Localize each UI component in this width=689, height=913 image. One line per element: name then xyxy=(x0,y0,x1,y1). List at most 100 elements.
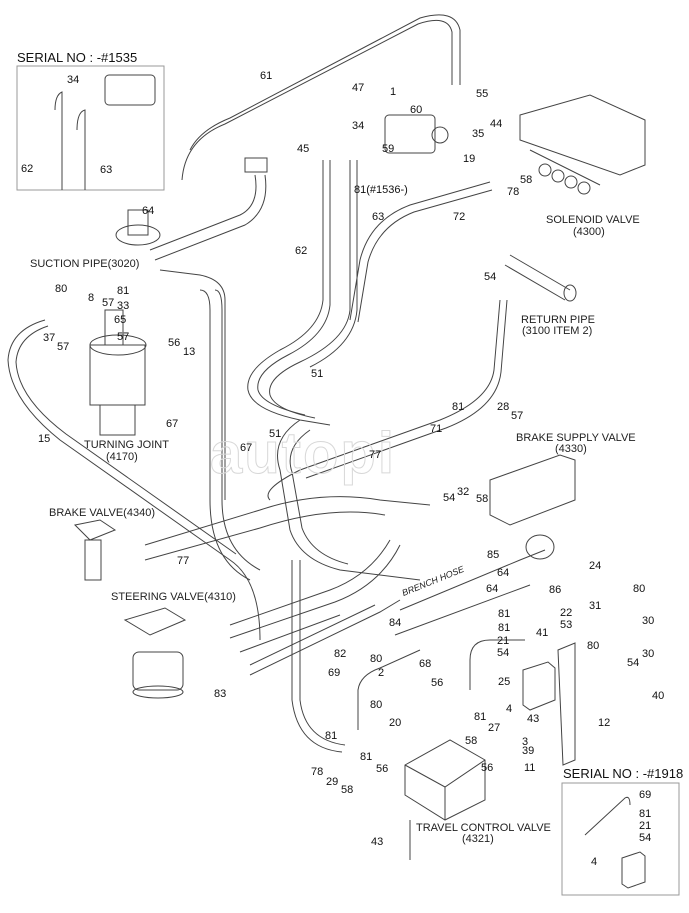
callout: 64 xyxy=(497,567,510,579)
callout: 51 xyxy=(269,428,282,440)
callout: 61 xyxy=(260,70,273,82)
return-pipe-code: (3100 ITEM 2) xyxy=(522,325,593,337)
callout: 69 xyxy=(639,789,652,801)
brake-supply-valve-block xyxy=(489,454,576,526)
return-hose xyxy=(267,299,501,501)
inset-block-4 xyxy=(621,851,646,889)
callout: 63 xyxy=(100,164,113,176)
return-pipe-tube-b xyxy=(504,264,566,301)
callout: 78 xyxy=(507,186,520,198)
hose-77-a xyxy=(144,496,431,546)
suction-pipe-body-b xyxy=(154,174,267,261)
callout: 55 xyxy=(476,88,489,100)
hose-72 xyxy=(349,181,491,321)
turning-joint-flange xyxy=(89,334,147,356)
hose-62-b xyxy=(257,160,331,416)
callout: 81(#1536-) xyxy=(354,184,408,196)
return-hose-b xyxy=(305,299,508,479)
callout: 63 xyxy=(372,211,385,223)
solenoid-valve-code: (4300) xyxy=(573,226,605,238)
hose-61 xyxy=(189,14,461,151)
callout: 21 xyxy=(497,635,510,647)
hose-15-b xyxy=(15,325,237,555)
turning-joint-title: TURNING JOINT xyxy=(84,439,169,451)
callout: 54 xyxy=(443,492,456,504)
callout: 8 xyxy=(88,292,95,304)
callout: 58 xyxy=(341,784,354,796)
callout: 35 xyxy=(472,128,485,140)
callout: 1 xyxy=(390,86,397,98)
callout: 84 xyxy=(389,617,402,629)
inset-frame-1535 xyxy=(16,65,165,191)
callout: 81 xyxy=(452,401,465,413)
inset-hose-63 xyxy=(76,109,86,190)
hose-64-a xyxy=(399,549,546,611)
solenoid-coil-2 xyxy=(551,169,565,183)
callout: 47 xyxy=(352,82,365,94)
callout: 80 xyxy=(55,283,68,295)
suction-pipe-body xyxy=(149,174,257,251)
callout: 62 xyxy=(21,163,34,175)
solenoid-coils xyxy=(529,149,601,186)
callout: 56 xyxy=(376,763,389,775)
callout: 81 xyxy=(639,808,652,820)
travel-control-valve-code: (4321) xyxy=(462,833,494,845)
callout: 22 xyxy=(560,607,573,619)
steering-valve-base xyxy=(132,685,184,699)
steering-valve-title: STEERING VALVE(4310) xyxy=(111,591,236,603)
callout: 43 xyxy=(371,836,384,848)
callout: 60 xyxy=(410,104,423,116)
steer-hose-a xyxy=(229,539,391,626)
callout: 58 xyxy=(476,493,489,505)
hose-72-b xyxy=(357,189,493,323)
callout: 82 xyxy=(334,648,347,660)
callout: 59 xyxy=(382,143,395,155)
inset-hose-69 xyxy=(584,796,631,836)
callout: 80 xyxy=(587,640,600,652)
callout: 31 xyxy=(589,600,602,612)
callout: 80 xyxy=(370,653,383,665)
travel-control-valve-edges xyxy=(404,759,486,820)
callout: 81 xyxy=(498,622,511,634)
travel-control-valve-block xyxy=(404,739,486,821)
callout: 56 xyxy=(481,762,494,774)
solenoid-coil-4 xyxy=(577,181,591,195)
turning-joint-top xyxy=(104,309,124,346)
hose-77-b xyxy=(144,511,386,561)
accumulator-85 xyxy=(525,534,555,560)
callout: 28 xyxy=(497,401,510,413)
callout: 58 xyxy=(520,174,533,186)
hose-69 xyxy=(357,649,421,730)
callout: 34 xyxy=(67,74,80,86)
callout: 13 xyxy=(183,346,196,358)
callout: 4 xyxy=(506,703,513,715)
inset-hose-62 xyxy=(54,91,63,190)
callout: 67 xyxy=(240,442,253,454)
hose-63 xyxy=(269,160,351,419)
callout: 20 xyxy=(389,717,402,729)
hose-78-b xyxy=(291,560,343,753)
hose-61-inner xyxy=(181,19,453,181)
callout: 40 xyxy=(652,690,665,702)
brake-supply-valve-title: BRAKE SUPPLY VALVE xyxy=(516,432,636,444)
steer-hose-b xyxy=(229,544,401,639)
hose-15 xyxy=(7,319,261,641)
solenoid-valve-block xyxy=(519,94,646,176)
callout: 21 xyxy=(639,820,652,832)
hose-62 xyxy=(247,160,331,426)
hose-67-c xyxy=(159,269,226,500)
inset-frame-1918 xyxy=(561,782,680,896)
callout: 57 xyxy=(117,331,130,343)
hose-67 xyxy=(199,289,251,581)
callout: 67 xyxy=(166,418,179,430)
hose-bundle-2 xyxy=(289,429,349,565)
callout: 81 xyxy=(498,608,511,620)
callout: 65 xyxy=(114,314,127,326)
callout: 29 xyxy=(326,776,339,788)
steer-hose-c xyxy=(239,614,341,653)
callout: 81 xyxy=(474,711,487,723)
callout: 80 xyxy=(370,699,383,711)
inset-pump xyxy=(104,74,156,106)
callout: 54 xyxy=(484,271,497,283)
callout: 4 xyxy=(591,856,598,868)
